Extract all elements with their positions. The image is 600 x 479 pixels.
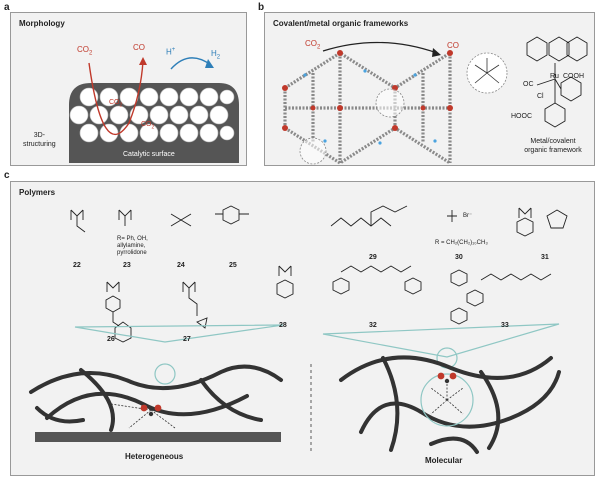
compound-25: 25: [229, 262, 237, 269]
n-atoms: [303, 69, 437, 145]
polymer-31: [516, 207, 568, 237]
cooh-label: COOH: [563, 73, 584, 80]
heterogeneous-strands: [29, 364, 283, 432]
compound-27: 27: [183, 336, 191, 343]
zoom-circle-lower: [299, 137, 327, 165]
structuring-label: 3D-structuring: [23, 132, 56, 148]
co-label: CO: [447, 41, 459, 50]
bromide-label: Br⁻: [463, 213, 473, 219]
h2-evolution-arrow: [170, 57, 212, 70]
catalytic-surface-label: Catalytic surface: [123, 151, 175, 158]
co2-reduction-arrow: [88, 60, 144, 135]
co2-left-label: CO2: [77, 45, 93, 57]
electrode-surface: [35, 432, 281, 442]
polymer-30: [447, 210, 457, 222]
molecular-strands: [339, 355, 561, 454]
hooc-label: HOOC: [511, 113, 532, 120]
polymer-26: [105, 281, 132, 343]
co2-oxygen-right: [154, 404, 162, 412]
mol-co2-oxygen-left: [437, 372, 445, 380]
panel-c: Polymers: [10, 181, 595, 476]
compound-33: 33: [501, 322, 509, 329]
co2-arrowhead: [139, 57, 147, 65]
ru-label: Ru: [550, 73, 559, 80]
cl-label: Cl: [537, 93, 544, 100]
compound-26: 26: [107, 336, 115, 343]
molecular-zoom-cone: [322, 323, 560, 358]
co2-low-label: CO2: [141, 121, 155, 131]
molecular-complex: [430, 382, 464, 415]
compound-31: 31: [541, 254, 549, 261]
compound-30: 30: [455, 254, 463, 261]
polymer-33: [450, 269, 552, 325]
h2-label: H2: [211, 49, 221, 61]
sphere-array: [69, 87, 235, 143]
compound-29: 29: [369, 254, 377, 261]
polymer-32: [332, 265, 422, 295]
hplus-label: H+: [166, 47, 176, 57]
heterogeneous-label: Heterogeneous: [125, 452, 184, 461]
polymer-27: [182, 281, 208, 329]
panel-b: Covalent/metal organic frameworks: [264, 12, 595, 166]
morphology-diagram: [69, 57, 239, 163]
panel-b-letter: b: [258, 2, 265, 13]
compound-23: 23: [123, 262, 131, 269]
r-group-description: R= Ph, OH,allylamine,pyrrolidone: [117, 236, 148, 256]
co2-label: CO2: [305, 39, 321, 51]
panel-c-title: Polymers: [19, 188, 56, 197]
ru-complex-structure: [526, 36, 588, 128]
compound-32: 32: [369, 322, 377, 329]
metal-nodes: [282, 50, 453, 131]
zoom-circle-upper: [375, 88, 405, 118]
polymer-25: [215, 205, 249, 225]
polymer-22: [70, 209, 86, 233]
conversion-arrow: [322, 41, 438, 54]
co2-mid-label: CO2: [109, 99, 123, 109]
compound-28: 28: [279, 322, 287, 329]
heterogeneous-zoom-cone: [74, 324, 284, 343]
polymer-28: [276, 265, 294, 299]
mol-co2-oxygen-right: [449, 372, 457, 380]
panel-a: Morphology CO2 CO H+ H2 CO2 CO2 3D-struc…: [10, 12, 247, 166]
co2-carbon: [148, 411, 154, 417]
compound-24: 24: [177, 262, 185, 269]
panel-c-letter: c: [4, 170, 10, 181]
molecular-label: Molecular: [425, 456, 463, 465]
conversion-arrowhead: [432, 48, 441, 57]
panel-b-title: Covalent/metal organic frameworks: [273, 19, 409, 28]
panel-a-title: Morphology: [19, 19, 65, 28]
molecular-complex-ring: [420, 373, 474, 427]
co2-oxygen-left: [140, 404, 148, 412]
h2-arrowhead: [205, 59, 214, 68]
panel-a-letter: a: [4, 2, 10, 13]
polymer-24: [170, 213, 192, 227]
mol-co2-carbon: [444, 378, 450, 384]
polymer-29: [330, 205, 408, 227]
heterogeneous-zoom-ring: [154, 363, 176, 385]
oc-label: OC: [523, 81, 534, 88]
framework-diagram: [282, 36, 588, 165]
co-top-label: CO: [133, 43, 145, 52]
r-30-description: R = CH₂(CH₂)₁₀CH₃: [435, 240, 488, 246]
heterogeneous-active-site: [110, 403, 176, 429]
inset-complex: [474, 58, 500, 84]
polymer-structures: [29, 205, 568, 454]
polymer-23: [118, 209, 132, 226]
compound-22: 22: [73, 262, 81, 269]
